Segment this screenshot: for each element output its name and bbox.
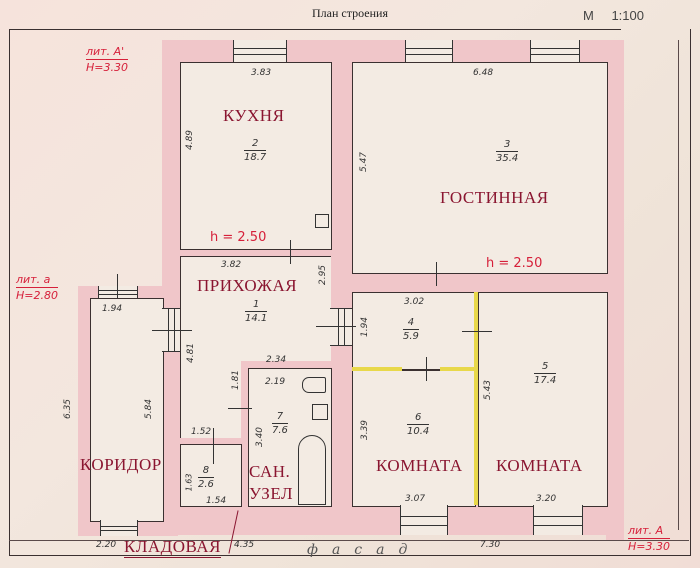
ceiling-height-kitchen: h = 2.50	[210, 230, 267, 245]
dim-bath-top: 2.34	[266, 355, 287, 365]
window-kitchen-top	[233, 40, 287, 62]
litera-a1: лит. А' Н=3.30	[86, 45, 128, 74]
dim-room5-width: 3.20	[536, 494, 557, 504]
label-bath-1: САН.	[249, 462, 291, 481]
dim-storage-top: 1.52	[191, 427, 212, 437]
dim-bath-inner: 2.19	[265, 377, 286, 387]
facade-label: фасад	[307, 542, 422, 558]
dim-room5-depth: 5.43	[483, 379, 494, 401]
door-tick-room4	[316, 326, 356, 327]
door-hall-room4	[330, 308, 352, 346]
toilet-icon	[302, 377, 326, 393]
wall-right	[606, 40, 624, 540]
dim-room6-depth: 3.39	[360, 419, 371, 441]
facade-baseline	[9, 540, 689, 541]
label-room-6: КОМНАТА	[376, 456, 463, 475]
litera-a: лит. А Н=3.30	[628, 524, 670, 553]
wall-storage-top	[180, 438, 242, 444]
dim-kitchen-depth: 4.89	[185, 129, 196, 151]
window-room6-bottom	[400, 505, 448, 535]
door-tick-corridor	[117, 274, 118, 298]
right-margin-line	[678, 40, 679, 530]
door-tick-living	[436, 262, 437, 286]
partition-yellow-horizontal-right	[440, 367, 474, 371]
label-hall: ПРИХОЖАЯ	[197, 276, 298, 295]
room-hall	[180, 256, 331, 361]
window-corridor-top	[98, 286, 138, 298]
dim-hall-width: 3.82	[221, 260, 242, 270]
door-tick-kitchen	[290, 240, 291, 264]
door-tick-room5	[462, 331, 492, 332]
kitchen-stove-icon	[315, 214, 329, 228]
window-living-top-left	[405, 40, 453, 62]
dim-hall-side: 2.95	[318, 264, 329, 286]
dim-bath-side-small: 1.81	[231, 369, 242, 391]
room-4	[352, 292, 476, 370]
label-living: ГОСТИННАЯ	[440, 188, 549, 207]
label-bath-2: УЗЕЛ	[249, 484, 294, 503]
litera-a-small: лит. а Н=2.80	[16, 273, 58, 302]
dim-storage-depth: 1.63	[184, 473, 194, 492]
wall-bath-top	[240, 360, 330, 368]
plan-title: План строения	[312, 6, 388, 20]
dim-corridor-width: 1.94	[102, 304, 123, 314]
shower-tub-icon	[298, 435, 326, 505]
dim-hall-depth: 4.81	[186, 342, 197, 364]
dim-front-left: 4.35	[234, 540, 255, 550]
window-room5-bottom	[533, 505, 583, 535]
dim-living-depth: 5.47	[359, 151, 370, 173]
wall-corridor-left	[78, 286, 90, 536]
door-tick-bath	[228, 408, 252, 409]
window-corridor-bottom	[100, 520, 138, 536]
sink-icon	[312, 404, 328, 420]
frame-top-line	[9, 29, 621, 30]
door-tick-hall	[152, 330, 192, 331]
wall-living-rooms	[352, 272, 614, 292]
room-corridor	[90, 298, 164, 522]
dim-corridor-depth: 5.84	[144, 398, 155, 420]
scale-label: М 1:100	[583, 8, 644, 23]
room-living	[352, 62, 608, 274]
ceiling-height-living: h = 2.50	[486, 256, 543, 271]
dim-room6-width: 3.07	[405, 494, 426, 504]
window-living-top-right	[530, 40, 580, 62]
dim-bath-depth: 3.40	[255, 426, 266, 448]
partition-yellow-horizontal-left	[352, 367, 402, 371]
dim-room4-width: 3.02	[404, 297, 425, 307]
partition-yellow-vertical	[474, 292, 478, 505]
label-kitchen: КУХНЯ	[223, 106, 285, 125]
door-tick-storage	[213, 428, 214, 464]
room-6	[352, 370, 476, 507]
door-tick-room6	[426, 357, 427, 381]
label-storage: КЛАДОВАЯ	[124, 537, 221, 558]
wall-kitchen-hall	[162, 248, 352, 256]
dim-corridor-outer: 6.35	[63, 398, 74, 420]
room-5	[478, 292, 608, 507]
dim-corridor-bottom: 2.20	[96, 540, 117, 550]
dim-front-right: 7.30	[480, 540, 501, 550]
room-storage	[180, 444, 242, 507]
room-kitchen	[180, 62, 332, 250]
dim-room4-depth: 1.94	[360, 316, 371, 338]
label-room-5: КОМНАТА	[496, 456, 583, 475]
outer-frame	[9, 29, 691, 556]
wall-left-main	[162, 40, 180, 510]
dim-storage-bottom: 1.54	[206, 496, 227, 506]
room-hall-lower	[180, 360, 241, 438]
label-corridor: КОРИДОР	[80, 455, 162, 474]
dim-living-width: 6.48	[473, 68, 494, 78]
wall-bath-left	[240, 360, 248, 510]
dim-kitchen-width: 3.83	[251, 68, 272, 78]
wall-center-vertical	[330, 40, 352, 535]
